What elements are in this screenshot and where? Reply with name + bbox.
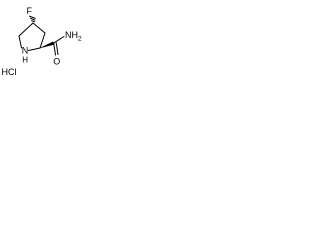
amide-c-n-bond <box>53 36 65 44</box>
carbonyl-oxygen-label: O <box>53 57 60 67</box>
ring-bond-n1-c5 <box>18 35 22 49</box>
ring-bond-c5-c4 <box>18 22 34 37</box>
amide-nh2-label: NH2 <box>65 30 82 43</box>
amide-nh-text: NH <box>65 30 78 40</box>
ring-bond-c3-c2 <box>39 32 46 49</box>
fluorine-hash-bond <box>28 15 36 24</box>
ring-nh-hydrogen-label: H <box>22 56 28 65</box>
carbonyl-double-bond-2 <box>55 42 59 55</box>
structural-formula: F N H NH2 O HCl <box>2 6 83 77</box>
ring-nitrogen-label: N <box>22 46 29 56</box>
ring-bond-c4-c3 <box>32 22 46 34</box>
amide-subscript-2: 2 <box>78 36 82 43</box>
hydrochloride-label: HCl <box>2 67 17 77</box>
ring-bond-c2-n1 <box>28 47 41 51</box>
molecule-canvas: F N H NH2 O HCl <box>0 0 100 77</box>
carbonyl-double-bond-1 <box>53 42 56 56</box>
fluorine-label: F <box>27 6 33 16</box>
